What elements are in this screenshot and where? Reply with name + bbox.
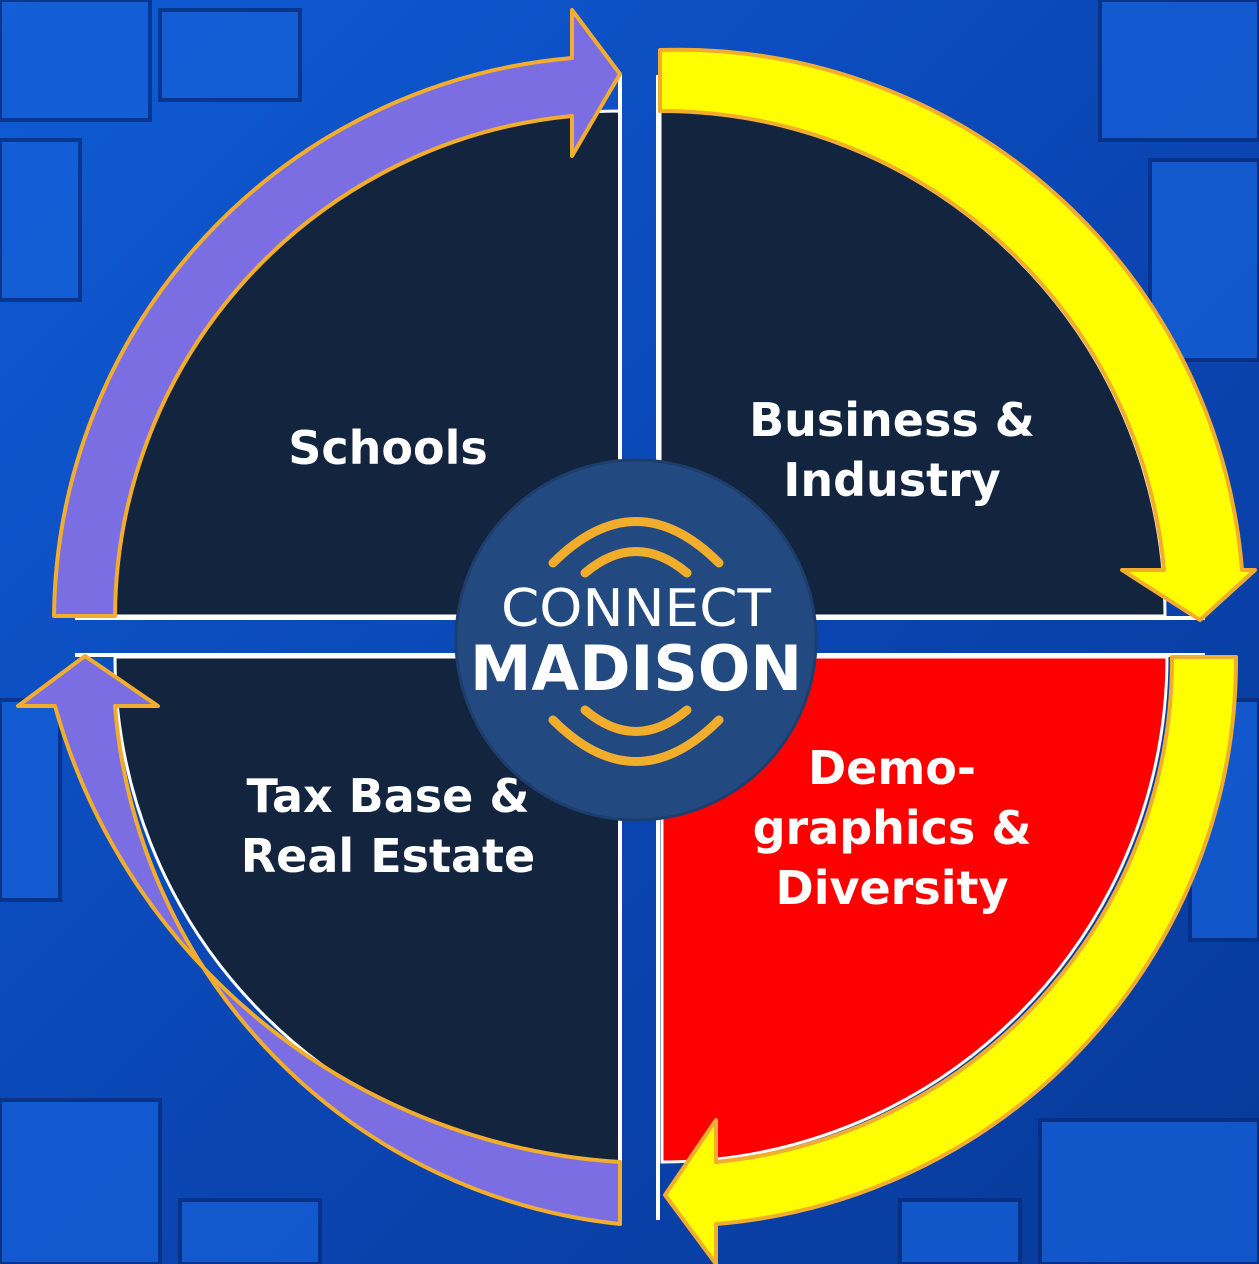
schools-label: Schools xyxy=(288,421,488,475)
logo-arc-top-outer xyxy=(548,517,724,568)
business-industry-label: Business & Industry xyxy=(749,393,1035,507)
tax-base-real-estate-label: Tax Base & Real Estate xyxy=(240,769,536,883)
logo-arc-top-inner xyxy=(580,547,692,578)
purple-arrow-upper xyxy=(52,8,622,618)
demographics-diversity-label: Demo- graphics & Diversity xyxy=(752,741,1032,915)
logo-circle xyxy=(454,458,818,822)
logo-arc-bottom-inner xyxy=(580,705,692,736)
demographics-diversity-quadrant xyxy=(660,655,1169,1164)
purple-arrow-lower xyxy=(16,654,622,1226)
yellow-arrow-lower xyxy=(663,655,1239,1264)
logo-line-madison: MADISON xyxy=(470,632,802,705)
logo-line-connect: CONNECT xyxy=(501,579,771,639)
connect-madison-logo: CONNECT MADISON xyxy=(454,458,818,822)
yellow-arrow-upper xyxy=(658,47,1257,622)
logo-arc-bottom-outer xyxy=(548,715,724,766)
